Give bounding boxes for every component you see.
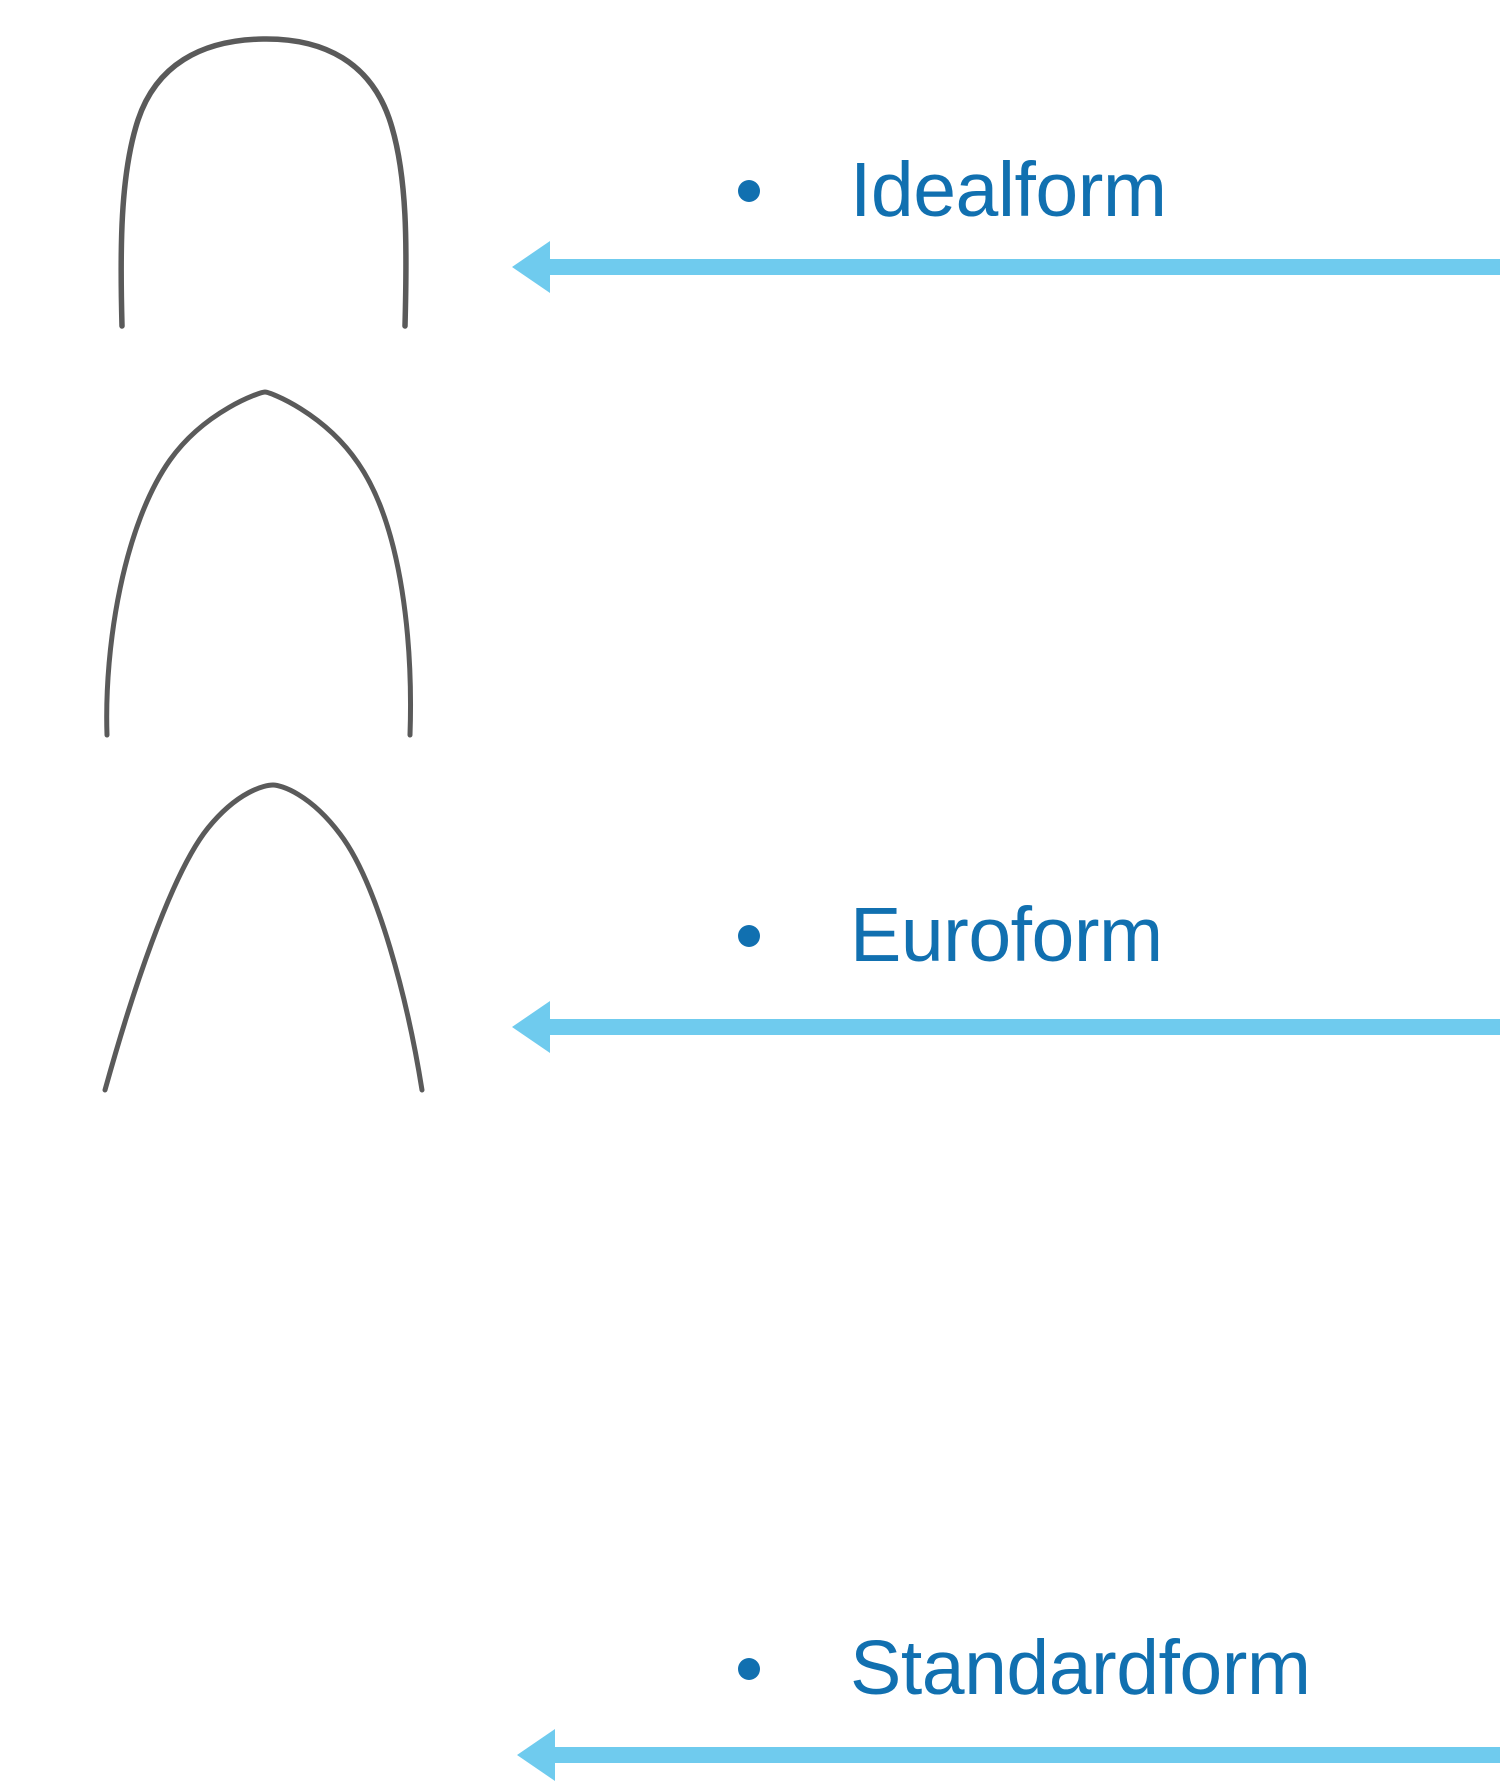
row-idealform: Idealform: [0, 0, 1500, 375]
archwire-figure-standardform: [60, 750, 480, 1125]
row-standardform: Standardform: [0, 750, 1500, 1781]
archwire-figure-idealform: [60, 0, 480, 375]
dental-archwire-icon: [104, 389, 413, 738]
label-euroform: Euroform: [850, 892, 1163, 978]
bullet-item-euroform[interactable]: Euroform: [738, 897, 1163, 974]
left-arrow-icon: [512, 241, 1500, 293]
bullet-dot-icon: [738, 179, 760, 202]
left-arrow-icon: [512, 1001, 1500, 1053]
dental-archwire-icon: [102, 782, 425, 1093]
left-arrow-icon: [517, 1729, 1500, 1781]
bullet-item-idealform[interactable]: Idealform: [738, 147, 1167, 233]
dental-archwire-icon: [118, 36, 409, 329]
bullet-dot-icon: [738, 924, 760, 947]
left-arrow-standardform: [510, 1720, 1500, 1790]
bullet-item-standardform[interactable]: Standardform: [738, 1630, 1311, 1707]
left-arrow-euroform: [505, 992, 1500, 1062]
row-euroform: Euroform: [0, 375, 1500, 1053]
bullet-dot-icon: [738, 1657, 760, 1680]
left-arrow-idealform: [505, 232, 1500, 302]
archwire-figure-euroform: [60, 375, 480, 750]
label-standardform: Standardform: [850, 1625, 1311, 1711]
label-idealform: Idealform: [850, 147, 1167, 233]
